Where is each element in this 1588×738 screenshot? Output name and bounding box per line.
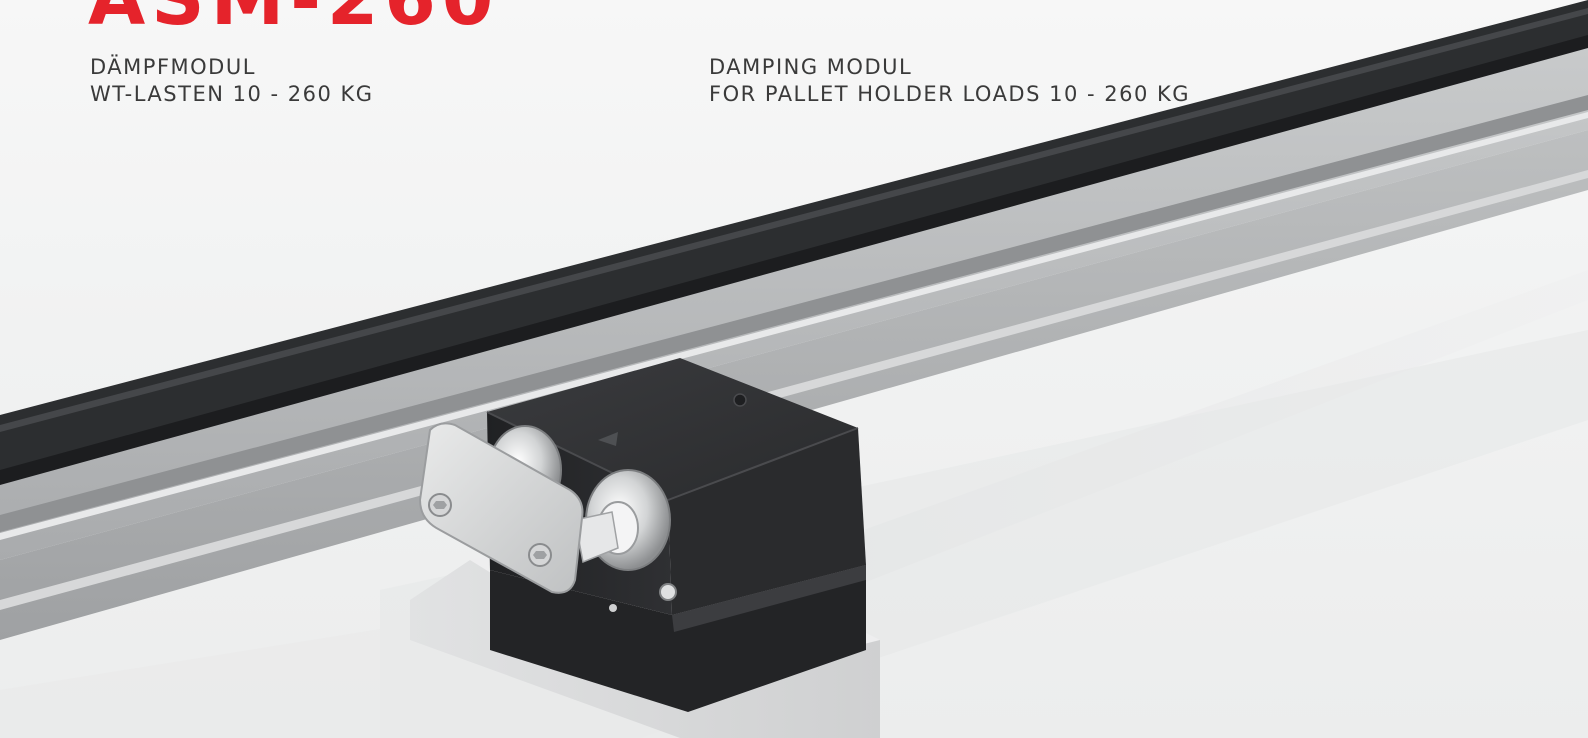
module-foot-edge <box>672 565 866 632</box>
piston-rod <box>574 511 619 564</box>
module-side-crease <box>667 427 859 501</box>
module-body-top <box>487 358 858 500</box>
description-german-line1: DÄMPFMODUL <box>90 55 256 79</box>
description-english-line1: DAMPING MODUL <box>709 55 913 79</box>
description-german-line2: WT-LASTEN 10 - 260 KG <box>90 82 374 106</box>
module-side-screw <box>659 583 677 601</box>
aluminium-rail-top <box>0 30 1588 560</box>
module-top-screw <box>733 393 747 407</box>
aluminium-rail-highlight <box>0 112 1588 540</box>
module-body-side <box>668 428 866 615</box>
module-side-pin <box>609 604 617 612</box>
aluminium-rail-groove <box>0 95 1588 532</box>
product-title: ASM-260 <box>88 0 499 36</box>
description-german: DÄMPFMODUL WT-LASTEN 10 - 260 KG <box>90 54 374 108</box>
aluminium-rail-lower-edge <box>0 170 1588 610</box>
dark-rail-strip-edge <box>0 35 1588 485</box>
hex-socket-icon <box>533 551 547 559</box>
description-english: DAMPING MODUL FOR PALLET HOLDER LOADS 10… <box>709 54 1190 108</box>
direction-arrow-icon <box>598 432 618 446</box>
hex-socket-icon <box>433 501 447 509</box>
description-english-line2: FOR PALLET HOLDER LOADS 10 - 260 KG <box>709 82 1191 106</box>
dark-rail-strip-shine <box>0 8 1588 432</box>
